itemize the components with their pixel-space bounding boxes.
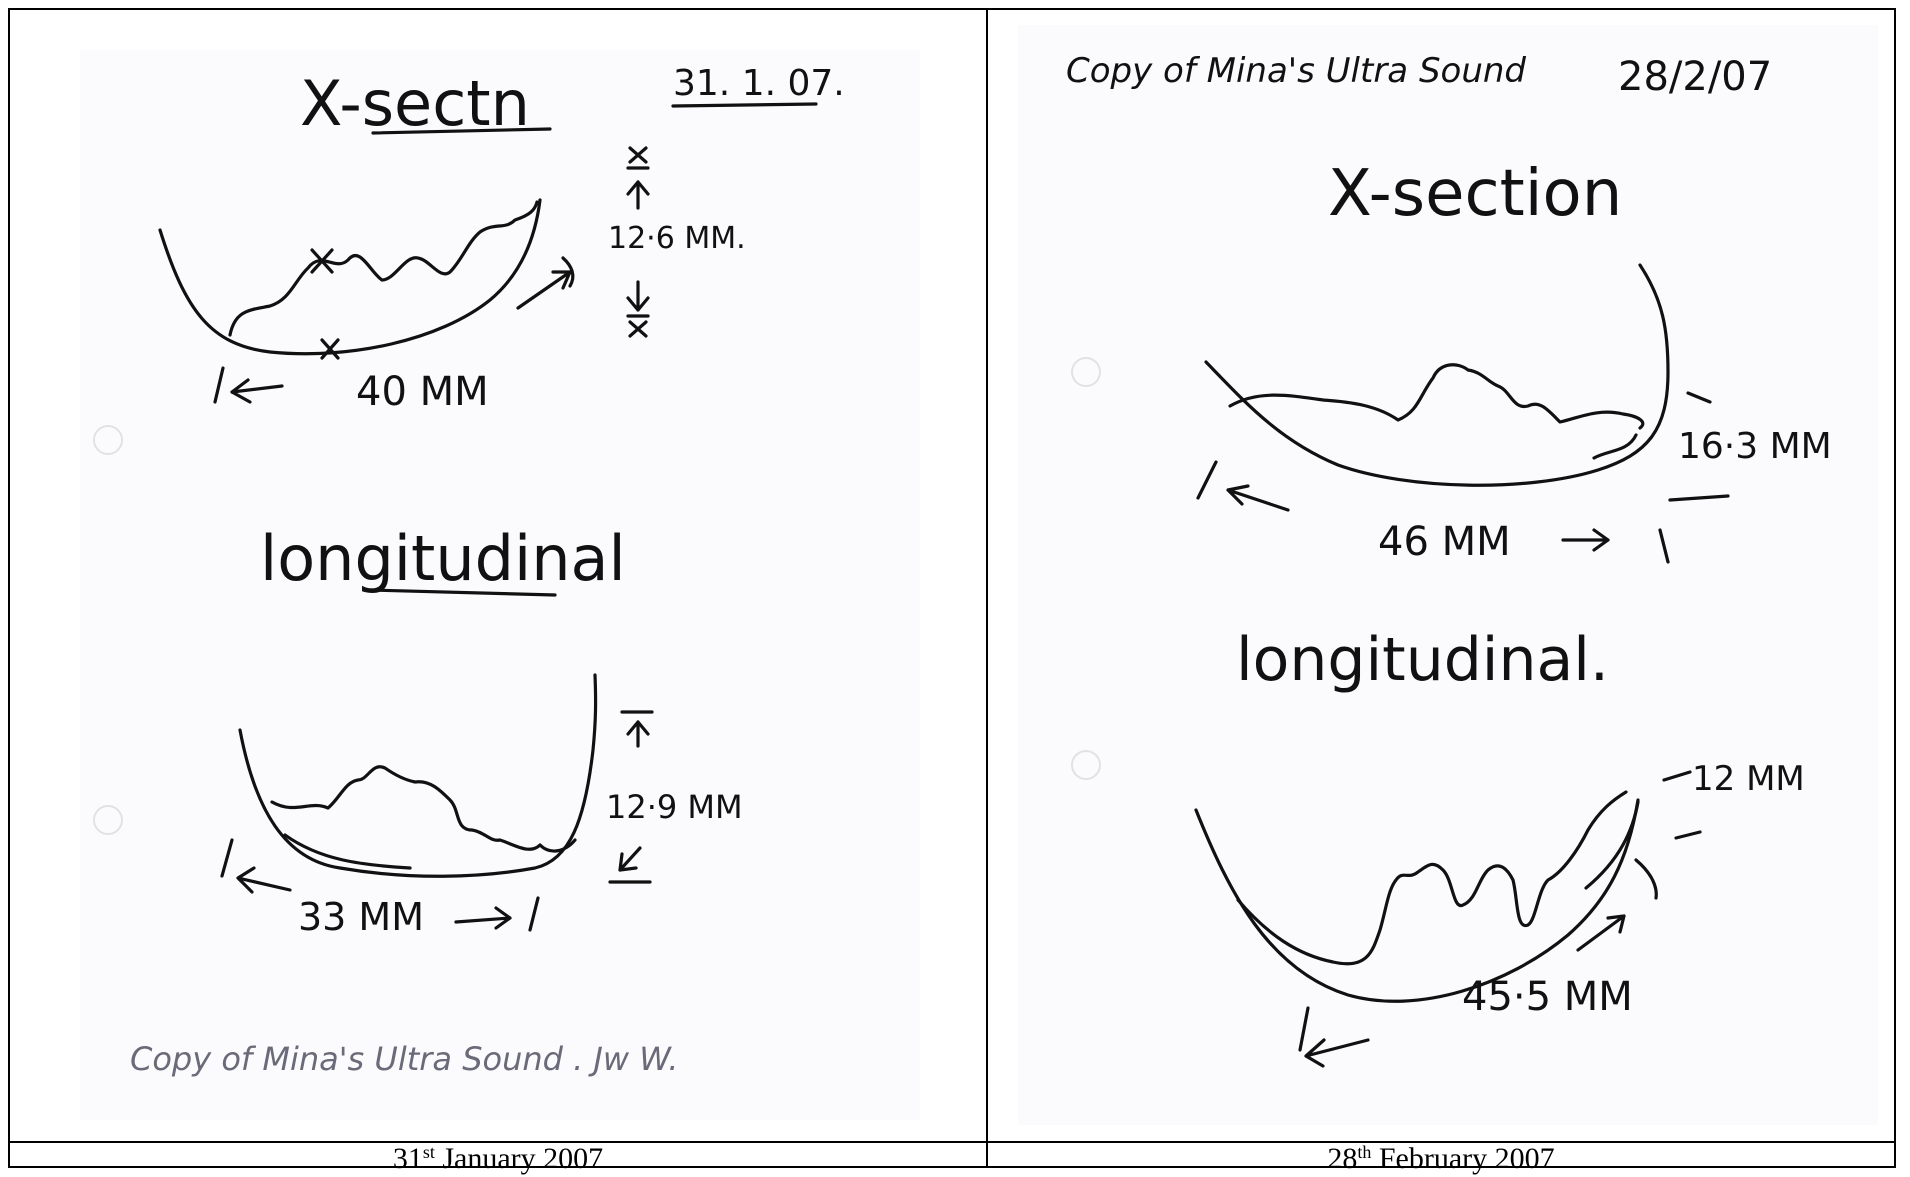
- xsection-sketch: [1196, 263, 1730, 564]
- paper-background: [1018, 25, 1878, 1125]
- left-sketch-panel: X-sectn 31. 1. 07. 40 MM 12·6 MM. longit…: [10, 10, 986, 1141]
- document-table: [8, 8, 1896, 1168]
- punch-hole: [93, 425, 123, 455]
- longitudinal-underline: [368, 588, 557, 597]
- longitudinal-width-label: 33 MM: [298, 895, 424, 939]
- longitudinal-height-label: 12 MM: [1692, 759, 1805, 799]
- paper-background: [80, 50, 920, 1120]
- longitudinal-height-label: 12·9 MM: [606, 788, 743, 826]
- xsection-width-label: 46 MM: [1378, 519, 1511, 565]
- title-underline: [371, 127, 552, 135]
- caption-month-year: January 2007: [434, 1142, 604, 1175]
- right-header-note: Copy of Mina's Ultra Sound: [1066, 51, 1526, 91]
- right-caption: 28th February 2007: [988, 1143, 1894, 1177]
- longitudinal-sketch: [1194, 770, 1702, 1068]
- caption-month-year: February 2007: [1371, 1142, 1555, 1175]
- longitudinal-sketch: [220, 673, 654, 932]
- xsection-height-label: 16·3 MM: [1678, 426, 1832, 467]
- right-date: 28/2/07: [1618, 54, 1772, 100]
- caption-day: 31: [392, 1142, 423, 1175]
- left-footer-note: Copy of Mina's Ultra Sound . Jw W.: [130, 1040, 678, 1078]
- xsection-height-marker: [626, 146, 650, 338]
- left-caption: 31st January 2007: [10, 1143, 986, 1177]
- left-date: 31. 1. 07.: [673, 63, 845, 104]
- date-underline: [671, 102, 818, 108]
- caption-ordinal: th: [1357, 1142, 1372, 1162]
- right-longitudinal-label: longitudinal.: [1236, 625, 1609, 695]
- caption-ordinal: st: [422, 1142, 435, 1162]
- punch-hole: [1071, 357, 1101, 387]
- column-divider: [986, 8, 988, 1168]
- xsection-sketch: [158, 198, 575, 404]
- caption-divider: [8, 1141, 1896, 1143]
- punch-hole: [1071, 750, 1101, 780]
- punch-hole: [93, 805, 123, 835]
- longitudinal-width-label: 45·5 MM: [1462, 974, 1633, 1020]
- left-title: X-sectn: [300, 67, 530, 140]
- right-sketch-panel: Copy of Mina's Ultra Sound 28/2/07 X-sec…: [988, 10, 1894, 1141]
- xsection-width-label: 40 MM: [356, 369, 489, 415]
- caption-day: 28: [1327, 1142, 1358, 1175]
- left-longitudinal-label: longitudinal: [260, 522, 626, 595]
- xsection-height-label: 12·6 MM.: [608, 221, 746, 256]
- right-title: X-section: [1328, 157, 1622, 231]
